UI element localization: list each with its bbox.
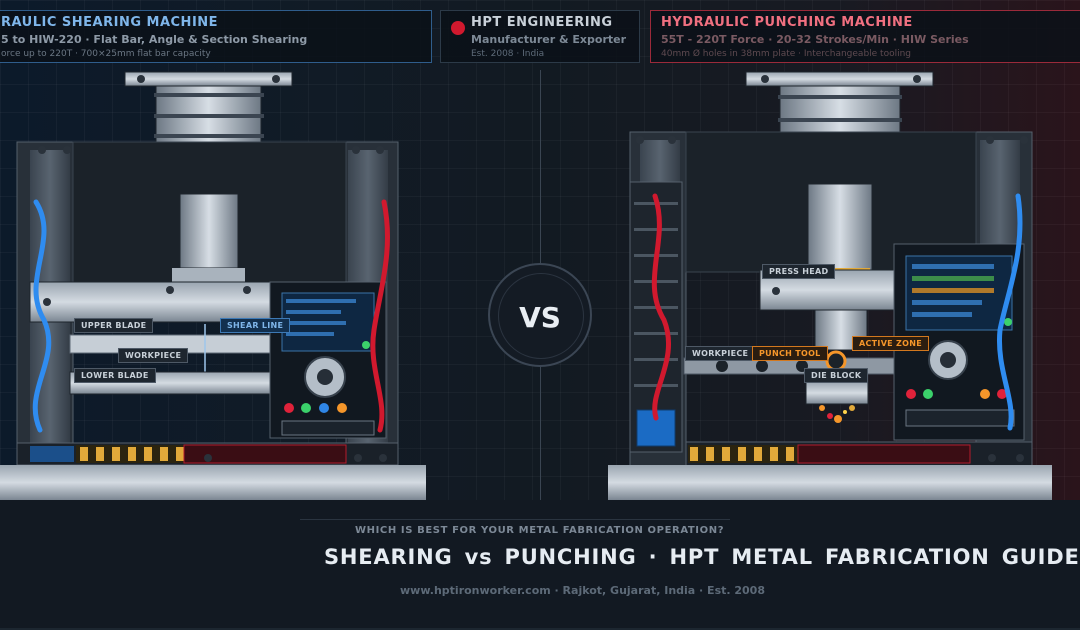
bolt-icon: [761, 75, 769, 83]
shearing-machine-illustration: [0, 71, 426, 500]
footer-meta: www.hptironworker.com · Rajkot, Gujarat,…: [400, 584, 765, 597]
bottom-border: [0, 628, 1080, 630]
right-workpiece-label: WORKPIECE: [685, 346, 756, 361]
hose-icon: [32, 199, 52, 433]
lower-blade-label: LOWER BLADE: [74, 368, 156, 383]
footer-title: SHEARING vs PUNCHING · HPT METAL FABRICA…: [324, 545, 1080, 569]
punching-machine-card: HYDRAULIC PUNCHING MACHINE 55T - 220T Fo…: [650, 10, 1080, 63]
shearing-card-title: RAULIC SHEARING MACHINE: [1, 15, 219, 30]
status-light-icon: [997, 389, 1007, 399]
bolt-icon: [166, 286, 174, 294]
punching-card-subtitle: 55T - 220T Force · 20-32 Strokes/Min · H…: [661, 33, 969, 46]
bolt-icon: [772, 287, 780, 295]
screen-lines: [912, 264, 994, 317]
status-light-icon: [319, 403, 329, 413]
shear-line-label: SHEAR LINE: [220, 318, 291, 333]
hose-icon: [370, 199, 390, 433]
panel-readout: [281, 420, 375, 436]
bolt-icon: [913, 75, 921, 83]
brand-detail: Est. 2008 · India: [471, 49, 545, 59]
vs-inner-ring: [498, 273, 584, 359]
footer: [0, 500, 1080, 630]
shearing-card-detail: orce up to 220T · 700×25mm flat bar capa…: [1, 49, 211, 59]
bolt-icon: [38, 146, 46, 154]
status-light-icon: [980, 389, 990, 399]
bolt-icon: [376, 146, 384, 154]
status-light-icon: [923, 389, 933, 399]
press-head-label: PRESS HEAD: [762, 264, 836, 279]
left-workpiece-label: WORKPIECE: [118, 348, 189, 363]
brand-title: HPT ENGINEERING: [471, 15, 613, 30]
bolt-icon: [272, 75, 280, 83]
status-light-icon: [1004, 318, 1012, 326]
bolt-icon: [636, 136, 644, 144]
vs-text: VS: [519, 301, 561, 334]
punching-machine-illustration: [608, 71, 1052, 500]
brand-subtitle: Manufacturer & Exporter: [471, 33, 627, 46]
bolt-icon: [1020, 136, 1028, 144]
bolt-icon: [63, 146, 71, 154]
brand-card: HPT ENGINEERING Manufacturer & Exporter …: [440, 10, 640, 63]
upper-blade-label: UPPER BLADE: [74, 318, 154, 333]
ram-foot: [172, 268, 245, 282]
shearing-card-subtitle: 5 to HIW-220 · Flat Bar, Angle & Section…: [1, 33, 308, 46]
bolt-icon: [988, 454, 996, 462]
punching-card-title: HYDRAULIC PUNCHING MACHINE: [661, 15, 913, 30]
sparks: [819, 405, 855, 423]
dial-center: [940, 352, 956, 368]
bolt-icon: [379, 454, 387, 462]
footer-divider: [300, 519, 730, 520]
active-zone-label: ACTIVE ZONE: [852, 336, 929, 351]
ram: [179, 193, 239, 269]
status-light-icon: [284, 403, 294, 413]
punch-tool-label: PUNCH TOOL: [752, 346, 828, 361]
die-block-label: DIE BLOCK: [804, 368, 869, 383]
upper-blade-beam: [29, 281, 271, 323]
bolt-icon: [204, 454, 212, 462]
hose-icon: [996, 193, 1023, 431]
punching-card-detail: 40mm Ø holes in 38mm plate · Interchange…: [661, 49, 912, 59]
top-bracket: [745, 71, 934, 87]
panel-readout: [905, 409, 1015, 427]
hose-icon: [651, 193, 671, 421]
bolt-icon: [243, 286, 251, 294]
screen-lines: [286, 299, 356, 336]
top-bracket: [124, 71, 293, 87]
status-light-icon: [906, 389, 916, 399]
bolt-icon: [668, 136, 676, 144]
floor-slab: [0, 465, 426, 500]
footer-question: WHICH IS BEST FOR YOUR METAL FABRICATION…: [355, 525, 725, 536]
bolt-icon: [137, 75, 145, 83]
bolt-icon: [43, 298, 51, 306]
shearing-machine-card: RAULIC SHEARING MACHINE 5 to HIW-220 · F…: [0, 10, 432, 63]
status-light-icon: [337, 403, 347, 413]
bolt-icon: [1016, 454, 1024, 462]
bolt-icon: [354, 454, 362, 462]
red-dot-icon: [451, 21, 465, 35]
punched-holes: [716, 360, 808, 372]
hazard-stripe: [688, 444, 971, 464]
status-light-icon: [301, 403, 311, 413]
bolt-icon: [352, 146, 360, 154]
status-light-icon: [362, 341, 370, 349]
bolt-icon: [986, 136, 994, 144]
die-block-body: [805, 381, 869, 405]
dial-center: [317, 369, 333, 385]
vs-badge: VS: [488, 263, 592, 367]
floor-slab: [608, 465, 1052, 500]
blue-block: [30, 446, 74, 462]
ram: [807, 183, 873, 271]
hazard-stripe: [76, 444, 347, 464]
